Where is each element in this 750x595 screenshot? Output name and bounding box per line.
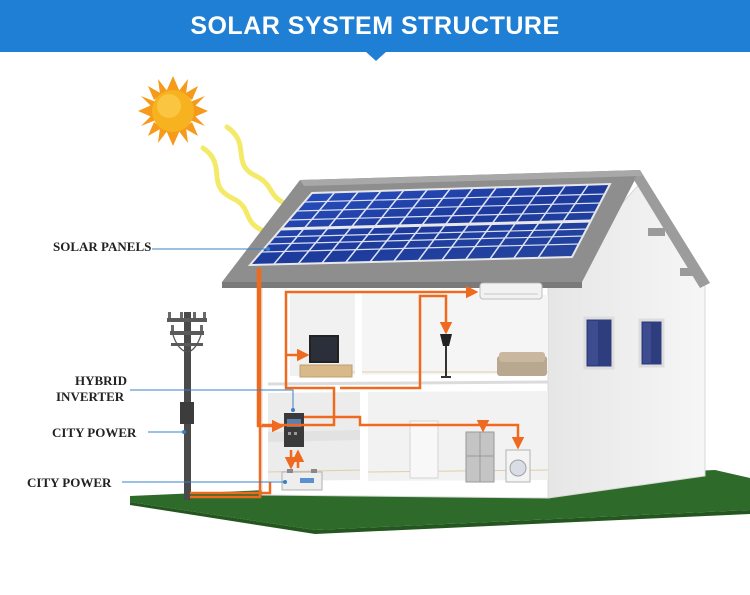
sun-icon (138, 76, 208, 146)
label-solar-panels: SOLAR PANELS (53, 239, 152, 254)
solar-panel-array (247, 182, 612, 267)
roof-gable-trim (634, 170, 710, 288)
battery-icon (281, 469, 323, 491)
sofa-icon (497, 352, 547, 376)
label-city-power-pole: CITY POWER (52, 425, 137, 440)
interior-door (409, 420, 439, 479)
refrigerator-icon (465, 431, 495, 483)
label-city-power-battery: CITY POWER (27, 475, 112, 490)
side-window-left (583, 316, 615, 370)
hybrid-inverter-icon (284, 413, 304, 447)
page-title: SOLAR SYSTEM STRUCTURE (190, 12, 560, 40)
label-hybrid-inverter-line1: HYBRID (75, 373, 128, 388)
sunlight-rays (200, 124, 295, 235)
floor-lamp-icon (440, 334, 452, 378)
power-flow-lines (190, 268, 525, 499)
label-leader-lines (122, 248, 294, 483)
banner-notch (365, 51, 387, 61)
utility-pole (167, 312, 207, 500)
tv-icon (299, 335, 353, 378)
air-conditioner-icon (479, 282, 543, 300)
washing-machine-icon (505, 449, 531, 483)
title-banner (0, 0, 750, 52)
room-upper-left (290, 292, 355, 376)
side-window-right (638, 318, 665, 368)
label-hybrid-inverter-line2: INVERTER (56, 389, 125, 404)
